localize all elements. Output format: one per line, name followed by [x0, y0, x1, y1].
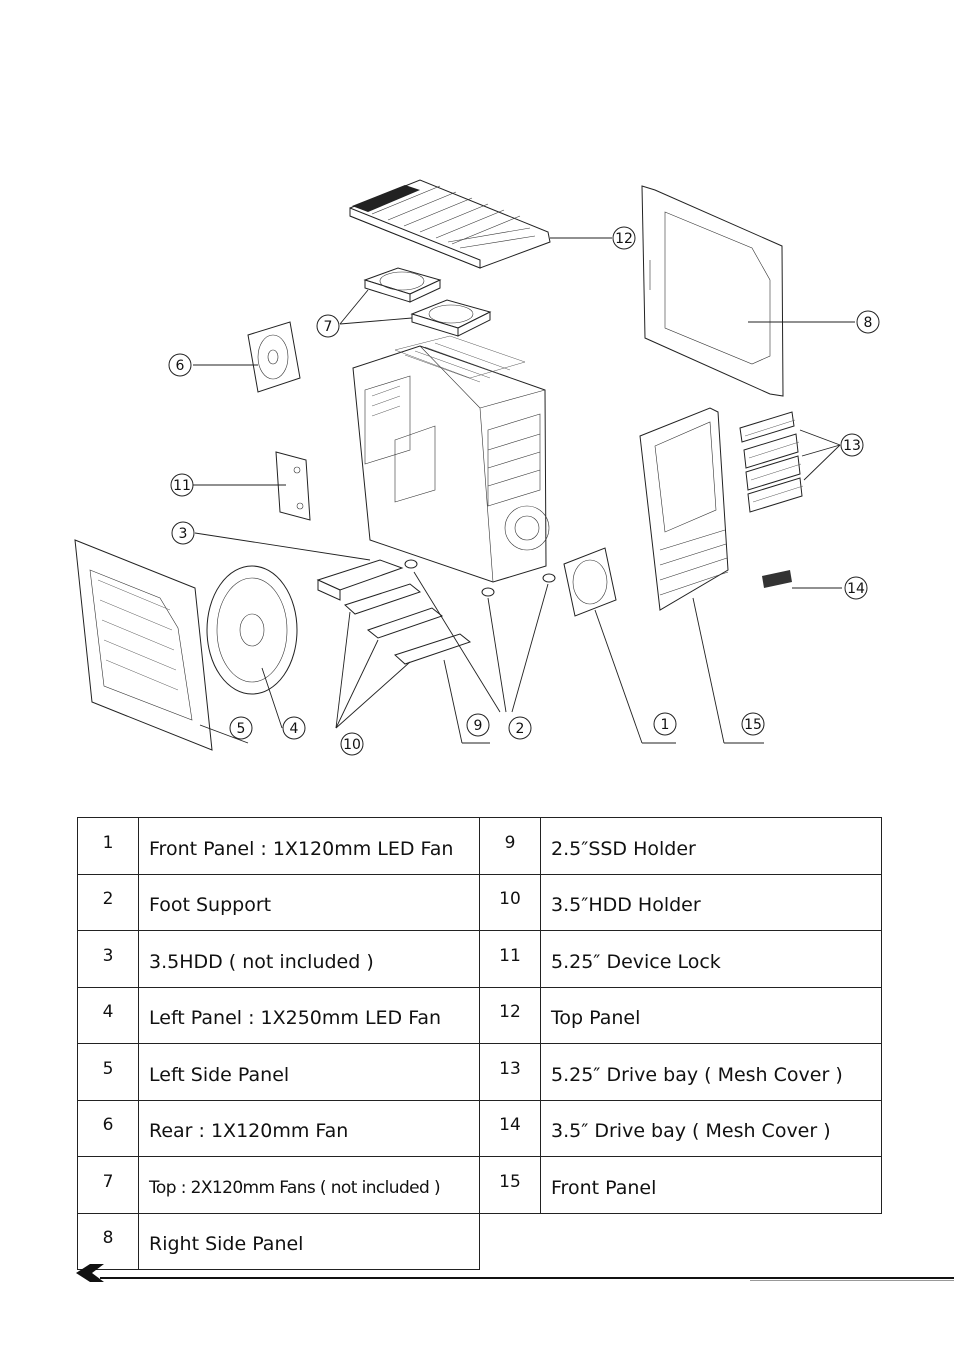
- drive-holders-drawing: [316, 559, 556, 665]
- callout-4: 4: [282, 716, 306, 740]
- callout-10: 10: [340, 732, 364, 756]
- part-number: 3: [77, 930, 139, 988]
- part-number: 9: [479, 817, 541, 875]
- svg-text:3: 3: [179, 526, 188, 542]
- callout-3: 3: [171, 521, 195, 545]
- drive-bay-mesh-covers-drawing: [739, 411, 804, 513]
- svg-text:9: 9: [474, 718, 483, 734]
- svg-text:7: 7: [324, 319, 333, 335]
- part-label: 3.5HDD ( not included ): [138, 930, 480, 988]
- svg-text:12: 12: [615, 231, 633, 247]
- part-number: 7: [77, 1156, 139, 1214]
- part-number: 14: [479, 1099, 541, 1157]
- svg-text:11: 11: [173, 478, 191, 494]
- svg-text:2: 2: [516, 721, 525, 737]
- left-side-panel-drawing: [74, 539, 213, 751]
- empty-cell: [541, 1213, 882, 1270]
- part-label: 5.25″ Device Lock: [540, 930, 882, 988]
- part-label: 3.5″HDD Holder: [540, 873, 882, 931]
- front-panel-drawing: [639, 407, 729, 611]
- svg-text:4: 4: [290, 721, 299, 737]
- table-row: 4 Left Panel : 1X250mm LED Fan 12 Top Pa…: [77, 986, 882, 1044]
- part-label: Top Panel: [540, 986, 882, 1044]
- big-fan-drawing: [206, 565, 298, 695]
- parts-table: 1 Front Panel : 1X120mm LED Fan 9 2.5″SS…: [77, 817, 882, 1270]
- right-side-panel-drawing: [641, 185, 784, 397]
- rear-fan-drawing: [247, 321, 301, 393]
- part-number: 4: [77, 986, 139, 1044]
- part-number: 5: [77, 1043, 139, 1101]
- part-label: Foot Support: [138, 873, 480, 931]
- table-row: 5 Left Side Panel 13 5.25″ Drive bay ( M…: [77, 1043, 882, 1101]
- footer-rule: [100, 1277, 954, 1279]
- callout-11: 11: [170, 473, 194, 497]
- svg-text:8: 8: [864, 315, 873, 331]
- part-label: Front Panel : 1X120mm LED Fan: [138, 817, 480, 875]
- svg-text:10: 10: [343, 737, 361, 753]
- part-label: 3.5″ Drive bay ( Mesh Cover ): [540, 1099, 882, 1157]
- svg-text:15: 15: [744, 717, 762, 733]
- part-label: 5.25″ Drive bay ( Mesh Cover ): [540, 1043, 882, 1101]
- part-label: Front Panel: [540, 1156, 882, 1214]
- callout-1: 1: [653, 712, 677, 736]
- callout-13: 13: [840, 433, 864, 457]
- chassis-drawing: [352, 335, 550, 583]
- callout-5: 5: [229, 716, 253, 740]
- table-row: 8 Right Side Panel: [77, 1212, 882, 1270]
- table-row: 7 Top : 2X120mm Fans ( not included ) 15…: [77, 1156, 882, 1214]
- callouts: 12 7 8 6 13 11 3 14 5 4 10 9 2 1 15: [168, 226, 880, 756]
- footer-rule-fade: [750, 1280, 954, 1281]
- callout-2: 2: [508, 716, 532, 740]
- callout-9: 9: [466, 713, 490, 737]
- exploded-case-diagram: 12 7 8 6 13 11 3 14 5 4 10 9 2 1 15: [74, 179, 880, 756]
- part-number: 8: [77, 1212, 139, 1270]
- leader-lines: [193, 237, 855, 744]
- callout-8: 8: [856, 310, 880, 334]
- device-lock-drawing: [275, 451, 311, 521]
- svg-text:13: 13: [843, 438, 861, 454]
- part-number: 11: [479, 930, 541, 988]
- empty-cell: [480, 1213, 541, 1270]
- page-back-arrow-icon: [76, 1264, 104, 1282]
- callout-7: 7: [316, 314, 340, 338]
- table-row: 1 Front Panel : 1X120mm LED Fan 9 2.5″SS…: [77, 817, 882, 875]
- part-number: 10: [479, 873, 541, 931]
- part-label: Rear : 1X120mm Fan: [138, 1099, 480, 1157]
- part-number: 13: [479, 1043, 541, 1101]
- part-number: 1: [77, 817, 139, 875]
- callout-14: 14: [844, 576, 868, 600]
- top-fans-drawing: [363, 267, 492, 337]
- part-label: Top : 2X120mm Fans ( not included ): [138, 1156, 480, 1214]
- part-label: Right Side Panel: [138, 1212, 480, 1270]
- svg-text:14: 14: [847, 581, 865, 597]
- svg-text:5: 5: [237, 721, 246, 737]
- part-label: Left Panel : 1X250mm LED Fan: [138, 986, 480, 1044]
- front-fan-drawing: [563, 547, 617, 617]
- part-number: 15: [479, 1156, 541, 1214]
- part-label: Left Side Panel: [138, 1043, 480, 1101]
- top-panel-drawing: [349, 179, 551, 269]
- callout-15: 15: [741, 712, 765, 736]
- table-row: 6 Rear : 1X120mm Fan 14 3.5″ Drive bay (…: [77, 1099, 882, 1157]
- svg-text:1: 1: [661, 717, 670, 733]
- part-label: 2.5″SSD Holder: [540, 817, 882, 875]
- svg-text:6: 6: [176, 358, 185, 374]
- table-row: 2 Foot Support 10 3.5″HDD Holder: [77, 873, 882, 931]
- part-number: 6: [77, 1099, 139, 1157]
- callout-6: 6: [168, 353, 192, 377]
- table-row: 3 3.5HDD ( not included ) 11 5.25″ Devic…: [77, 930, 882, 988]
- callout-12: 12: [612, 226, 636, 250]
- part-number: 2: [77, 873, 139, 931]
- part-number: 12: [479, 986, 541, 1044]
- hdd-bay-mesh-cover-drawing: [762, 570, 792, 588]
